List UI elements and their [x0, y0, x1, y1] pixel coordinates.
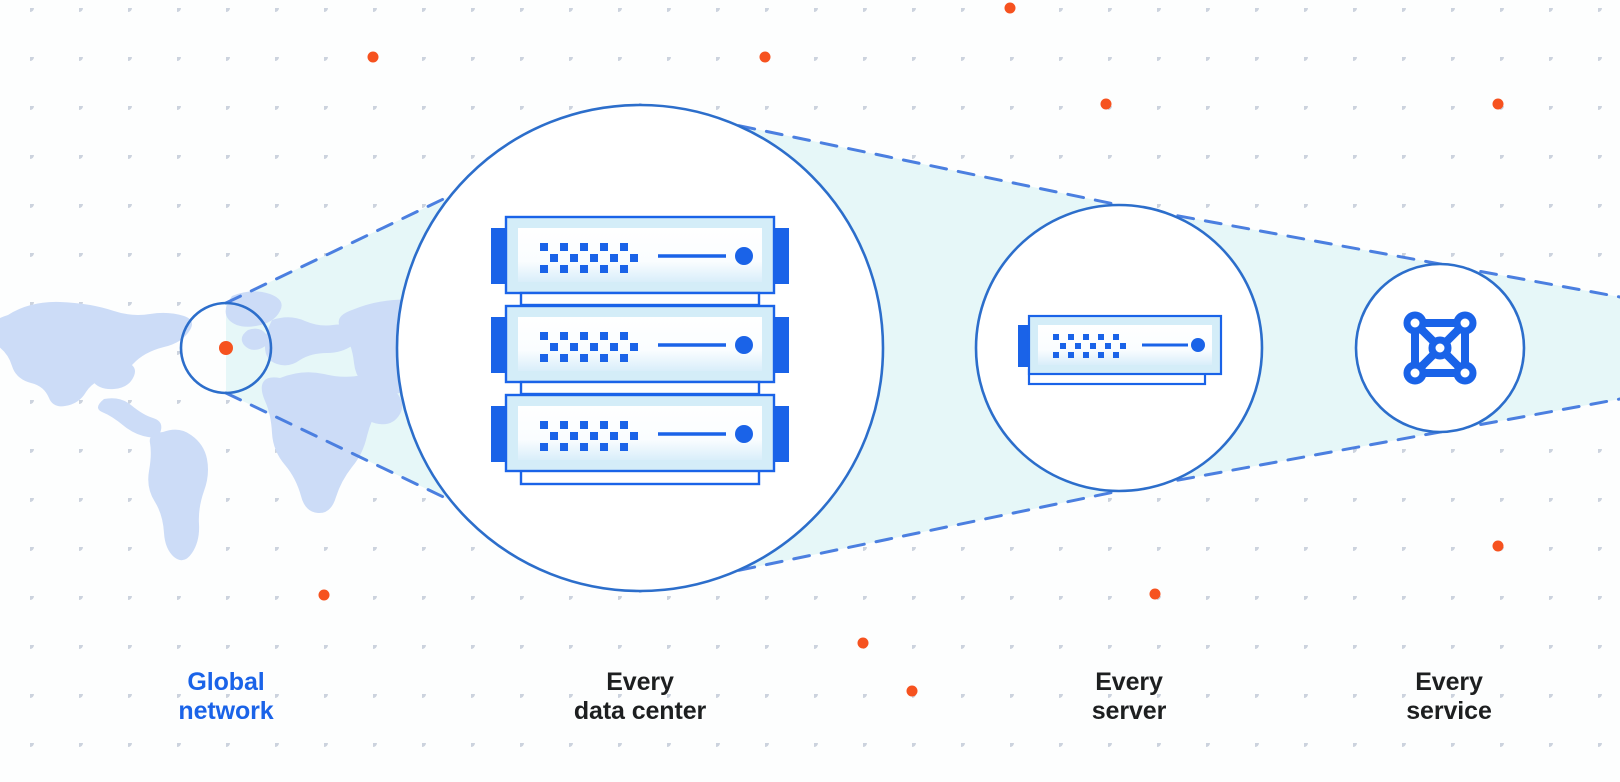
rack-unit-spacer: [519, 291, 761, 307]
accent-dots: [318, 2, 1504, 697]
accent-dot: [759, 51, 771, 63]
rack-unit: [491, 215, 789, 307]
accent-dot: [1100, 98, 1112, 110]
accent-dot: [1004, 2, 1016, 14]
label-service: Every service: [1406, 668, 1492, 726]
service-graph-node: [1453, 361, 1477, 385]
label-global-network: Global network: [178, 668, 274, 726]
label-data-center: Every data center: [573, 668, 707, 726]
accent-dot: [906, 685, 918, 697]
service-graph-node-center: [1428, 336, 1452, 360]
map-marker-dot: [219, 341, 233, 355]
rack-unit-vent-dots: [540, 243, 638, 273]
circle-global-network: [179, 301, 273, 395]
service-graph-node: [1453, 311, 1477, 335]
rack-unit-status-led: [735, 425, 753, 443]
rack-unit-vent-dots: [540, 332, 638, 362]
accent-dot: [367, 51, 379, 63]
label-server: Every server: [1091, 668, 1167, 726]
rack-unit: [491, 393, 789, 473]
service-graph-icon: [1403, 311, 1477, 385]
rack-unit-spacer: [519, 380, 761, 396]
circle-global-network-group: [179, 301, 273, 395]
service-graph-node: [1403, 311, 1427, 335]
accent-dot: [1149, 588, 1161, 600]
single-server-illustration: [1018, 314, 1223, 386]
service-graph-nodes: [1403, 311, 1477, 385]
rack-unit-status-led: [735, 247, 753, 265]
server-status-led: [1191, 338, 1205, 352]
accent-dot: [318, 589, 330, 601]
accent-dot: [857, 637, 869, 649]
service-graph-node: [1403, 361, 1427, 385]
rack-unit-vent-dots: [540, 421, 638, 451]
rack-unit-status-led: [735, 336, 753, 354]
accent-dot: [1492, 540, 1504, 552]
accent-dot: [1492, 98, 1504, 110]
server-rack-illustration: [491, 215, 789, 486]
server-vent-dots: [1053, 334, 1126, 358]
rack-unit: [491, 304, 789, 396]
